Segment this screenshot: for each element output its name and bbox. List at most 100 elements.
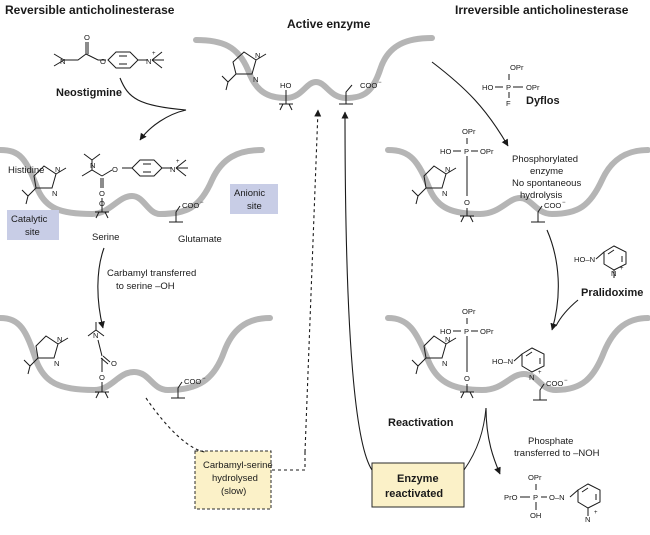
svg-text:HO: HO <box>280 81 291 90</box>
svg-text:N: N <box>54 359 59 368</box>
svg-text:OH: OH <box>530 511 541 520</box>
svg-text:N: N <box>57 335 62 344</box>
glutamate-coo-lower-left: COO − <box>171 376 206 399</box>
catalytic-site-line2: site <box>25 227 40 238</box>
svg-text:N: N <box>60 57 65 66</box>
anionic-site-line2: site <box>247 201 262 212</box>
hydrolysed-line2: hydrolysed <box>212 473 258 484</box>
enzyme-surface-phosphorylated <box>385 147 650 217</box>
svg-text:+: + <box>538 370 542 376</box>
svg-text:−: − <box>564 378 568 384</box>
svg-text:−: − <box>200 200 204 206</box>
glutamate-coo-right: COO − <box>531 200 566 223</box>
reactivated-line1: Enzyme <box>397 473 439 485</box>
svg-text:N: N <box>253 75 258 84</box>
svg-text:O: O <box>112 165 118 174</box>
svg-text:HO: HO <box>440 147 451 156</box>
arrow-carbamyl-transfer <box>97 247 105 329</box>
svg-text:P: P <box>464 327 469 336</box>
svg-text:OPr: OPr <box>526 83 540 92</box>
histidine-ring-lower-left: N N <box>23 335 69 375</box>
svg-text:N: N <box>442 189 447 198</box>
svg-text:OPr: OPr <box>510 63 524 72</box>
svg-text:N: N <box>146 57 151 66</box>
carbamyl-serine-hydrolysed-box <box>194 450 272 510</box>
svg-text:O: O <box>84 33 90 42</box>
glutamate-coo-left: COO − <box>169 200 204 223</box>
serine-oh-active: HO <box>279 81 293 111</box>
enzyme-surface-active <box>193 35 435 101</box>
histidine-ring-active: N N <box>221 51 267 91</box>
carbamyl-note-line2: to serine –OH <box>116 281 175 292</box>
svg-text:N: N <box>55 165 60 174</box>
svg-text:COO: COO <box>184 377 201 386</box>
phosphorylated-line4: hydrolysis <box>520 190 562 201</box>
svg-text:N: N <box>93 331 98 340</box>
glutamate-coo-lower-right: COO − <box>533 378 568 401</box>
histidine-ring-left: N N <box>21 165 67 205</box>
enzyme-reactivated-box <box>371 462 465 508</box>
svg-text:P: P <box>533 493 538 502</box>
svg-text:N: N <box>585 515 590 524</box>
pralidoxime-bound: HO–N N + <box>492 347 545 382</box>
phosphoryl-group-right: OPr HO P OPr O <box>440 127 494 223</box>
pralidoxime-label: Pralidoxime <box>581 287 643 299</box>
phosphate-note-line2: transferred to –NOH <box>514 448 600 459</box>
arrow-pralidoxime-approach <box>555 299 579 327</box>
svg-text:COO: COO <box>546 379 563 388</box>
svg-text:N: N <box>442 359 447 368</box>
svg-text:O: O <box>99 199 105 208</box>
neostigmine-bound: N O O O N + <box>81 153 188 219</box>
svg-text:N: N <box>611 269 616 278</box>
svg-text:HO: HO <box>482 83 493 92</box>
svg-text:+: + <box>152 51 156 57</box>
svg-text:OPr: OPr <box>480 147 494 156</box>
title-irreversible: Irreversible anticholinesterase <box>455 3 629 17</box>
catalytic-site-box <box>7 210 59 240</box>
phosphorylated-line3: No spontaneous <box>512 178 581 189</box>
svg-text:F: F <box>506 99 511 108</box>
svg-text:HO–N: HO–N <box>492 357 513 366</box>
glutamate-label: Glutamate <box>178 234 222 245</box>
svg-text:O: O <box>99 373 105 382</box>
carbamyl-serine-group: N O O <box>87 322 117 399</box>
svg-text:+: + <box>176 159 180 165</box>
svg-text:OPr: OPr <box>480 327 494 336</box>
arrow-neostigmine-binds <box>119 77 187 141</box>
svg-text:N: N <box>445 165 450 174</box>
arrow-slow-hydrolysis-return <box>271 110 318 471</box>
catalytic-site-line1: Catalytic <box>11 214 48 225</box>
svg-text:O: O <box>464 198 470 207</box>
carbamyl-note-line1: Carbamyl transferred <box>107 268 196 279</box>
svg-text:HO–N: HO–N <box>574 255 595 264</box>
neostigmine-label: Neostigmine <box>56 87 122 99</box>
enzyme-surface-reactivation <box>385 315 650 393</box>
title-active-enzyme: Active enzyme <box>287 17 371 31</box>
reactivation-label: Reactivation <box>388 417 454 429</box>
title-reversible: Reversible anticholinesterase <box>5 3 175 17</box>
svg-text:+: + <box>594 510 598 516</box>
svg-text:HO: HO <box>440 327 451 336</box>
svg-text:N: N <box>445 335 450 344</box>
svg-text:−: − <box>378 80 382 86</box>
svg-text:COO: COO <box>360 81 377 90</box>
dyflos-label: Dyflos <box>526 95 560 107</box>
svg-text:OPr: OPr <box>462 307 476 316</box>
anionic-site-box <box>230 184 278 214</box>
anionic-site-line1: Anionic <box>234 188 265 199</box>
phosphoryl-group-lower: OPr HO P OPr O <box>440 307 494 399</box>
svg-text:P: P <box>506 83 511 92</box>
neostigmine-structure: N O O N + <box>53 33 164 69</box>
glutamate-coo-active: COO − <box>339 80 382 105</box>
hydrolysed-line3: (slow) <box>221 486 246 497</box>
svg-text:N: N <box>52 189 57 198</box>
reactivated-line2: reactivated <box>385 488 443 500</box>
arrow-dyflos-binds <box>431 61 509 147</box>
serine-label: Serine <box>92 232 119 243</box>
dyflos-structure: OPr HO P OPr F <box>482 63 540 108</box>
histidine-label: Histidine <box>8 165 44 176</box>
svg-text:N: N <box>90 161 95 170</box>
dashed-hydrolysis-curve <box>145 397 206 453</box>
